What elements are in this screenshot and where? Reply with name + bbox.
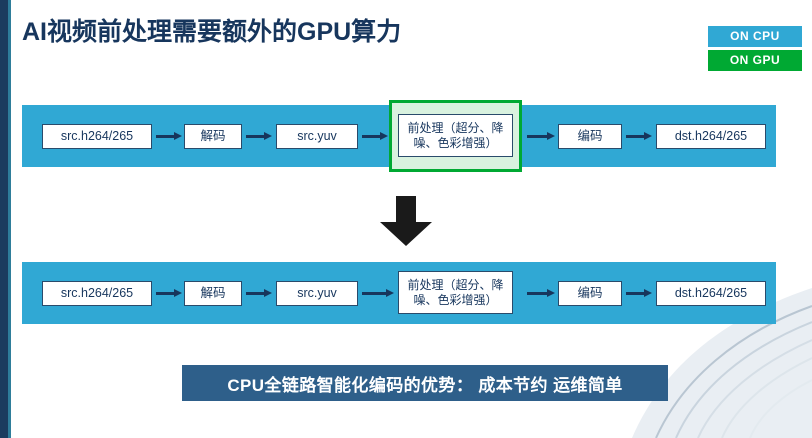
bottom-arrow-1 (156, 289, 182, 298)
bottom-arrow-3 (362, 289, 394, 298)
top-arrow-4 (527, 132, 555, 141)
bottom-node-preprocess: 前处理（超分、降噪、色彩增强） (398, 271, 513, 314)
top-arrow-5 (626, 132, 652, 141)
summary-banner: CPU全链路智能化编码的优势： 成本节约 运维简单 (182, 365, 668, 401)
top-node-encode: 编码 (558, 124, 622, 149)
top-node-src-h264: src.h264/265 (42, 124, 152, 149)
top-node-dst-h264: dst.h264/265 (656, 124, 766, 149)
left-accent-bar-secondary (8, 0, 11, 438)
left-accent-bar (0, 0, 8, 438)
bottom-arrow-4 (527, 289, 555, 298)
bottom-node-decode: 解码 (184, 281, 242, 306)
bottom-node-src-yuv: src.yuv (276, 281, 358, 306)
bottom-arrow-2 (246, 289, 272, 298)
legend: ON CPU ON GPU (708, 26, 802, 71)
legend-item-on-gpu: ON GPU (708, 50, 802, 71)
transition-down-arrow (378, 196, 434, 246)
bottom-arrow-5 (626, 289, 652, 298)
top-arrow-2 (246, 132, 272, 141)
page-title: AI视频前处理需要额外的GPU算力 (22, 18, 402, 46)
top-arrow-3 (362, 132, 388, 141)
bottom-node-encode: 编码 (558, 281, 622, 306)
top-arrow-1 (156, 132, 182, 141)
legend-item-on-cpu: ON CPU (708, 26, 802, 47)
bottom-node-src-h264: src.h264/265 (42, 281, 152, 306)
bottom-node-dst-h264: dst.h264/265 (656, 281, 766, 306)
top-node-src-yuv: src.yuv (276, 124, 358, 149)
top-node-decode: 解码 (184, 124, 242, 149)
top-node-preprocess: 前处理（超分、降噪、色彩增强） (398, 114, 513, 157)
